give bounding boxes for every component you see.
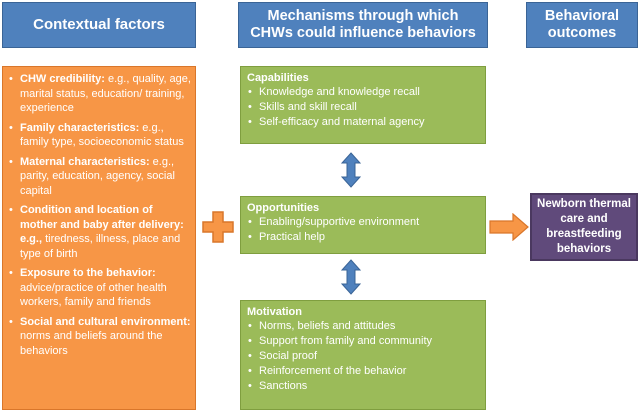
- factor-bold-label: Condition and location of mother and bab…: [20, 204, 184, 246]
- outcome-line3: breastfeeding: [546, 228, 622, 240]
- motivation-item: Social proof: [247, 350, 479, 362]
- factor-text: e.g., quality, age, marital status, educ…: [20, 73, 191, 115]
- motivation-list: Norms, beliefs and attitudes Support fro…: [247, 320, 479, 392]
- factor-bold-label: CHW credibility:: [20, 73, 105, 85]
- motivation-box: Motivation Norms, beliefs and attitudes …: [240, 300, 486, 410]
- opportunity-item: Enabling/supportive environment: [247, 216, 479, 228]
- capabilities-title: Capabilities: [247, 72, 309, 84]
- bidirectional-arrow-icon: [341, 152, 361, 188]
- contextual-factors-box: CHW credibility: e.g., quality, age, mar…: [2, 66, 196, 410]
- factor-text: e.g., parity, education, agency, social …: [20, 155, 175, 197]
- contextual-factor-item: CHW credibility: e.g., quality, age, mar…: [6, 72, 191, 116]
- opportunity-item: Practical help: [247, 231, 479, 243]
- motivation-item: Sanctions: [247, 380, 479, 392]
- factor-text: e.g., family type, socioeconomic status: [20, 121, 184, 149]
- contextual-factor-item: Maternal characteristics: e.g., parity, …: [6, 155, 191, 199]
- factor-bold-label: Maternal characteristics:: [20, 155, 150, 168]
- motivation-item: Norms, beliefs and attitudes: [247, 320, 479, 332]
- motivation-title: Motivation: [247, 306, 302, 318]
- opportunities-title: Opportunities: [247, 202, 320, 214]
- contextual-factor-item: Family characteristics: e.g., family typ…: [6, 121, 191, 150]
- mechanisms-header-line1: Mechanisms through which: [267, 7, 459, 24]
- capabilities-box: Capabilities Knowledge and knowledge rec…: [240, 66, 486, 144]
- opportunities-list: Enabling/supportive environment Practica…: [247, 216, 479, 243]
- right-arrow-icon: [489, 213, 529, 241]
- behavioral-outcomes-header-line2: outcomes: [547, 25, 617, 41]
- factor-bold-label: Family characteristics:: [20, 121, 140, 134]
- capability-item: Knowledge and knowledge recall: [247, 86, 479, 98]
- factor-text: tiredness, illness, place and type of bi…: [20, 233, 181, 260]
- outcome-line1: Newborn thermal: [537, 198, 631, 211]
- capability-item: Self-efficacy and maternal agency: [247, 116, 479, 128]
- mechanisms-header-line2: CHWs could influence behaviors: [250, 25, 476, 41]
- outcome-line4: behaviors: [556, 242, 612, 255]
- contextual-factors-header: Contextual factors: [2, 2, 196, 48]
- contextual-factor-item: Condition and location of mother and bab…: [6, 203, 191, 261]
- factor-text: advice/practice of other health workers,…: [20, 281, 167, 309]
- capabilities-list: Knowledge and knowledge recall Skills an…: [247, 86, 479, 128]
- motivation-item: Reinforcement of the behavior: [247, 365, 479, 377]
- factor-bold-label: Social and cultural environment:: [20, 315, 191, 328]
- factor-text: norms and beliefs around the behaviors: [20, 330, 163, 357]
- contextual-factors-list: CHW credibility: e.g., quality, age, mar…: [6, 72, 191, 358]
- bidirectional-arrow-icon: [341, 259, 361, 295]
- contextual-factor-item: Social and cultural environment: norms a…: [6, 315, 191, 359]
- factor-bold-label: Exposure to the behavior:: [20, 267, 156, 280]
- capability-item: Skills and skill recall: [247, 101, 479, 113]
- behavioral-outcomes-header: Behavioral outcomes: [526, 2, 638, 48]
- plus-icon: [202, 211, 234, 243]
- mechanisms-header: Mechanisms through which CHWs could infl…: [238, 2, 488, 48]
- motivation-item: Support from family and community: [247, 335, 479, 347]
- opportunities-box: Opportunities Enabling/supportive enviro…: [240, 196, 486, 254]
- contextual-factor-item: Exposure to the behavior: advice/practic…: [6, 266, 191, 310]
- outcome-box: Newborn thermal care and breastfeeding b…: [530, 193, 638, 261]
- contextual-factors-header-label: Contextual factors: [33, 16, 165, 34]
- behavioral-outcomes-header-line1: Behavioral: [544, 7, 620, 24]
- outcome-line2: care and: [560, 213, 608, 226]
